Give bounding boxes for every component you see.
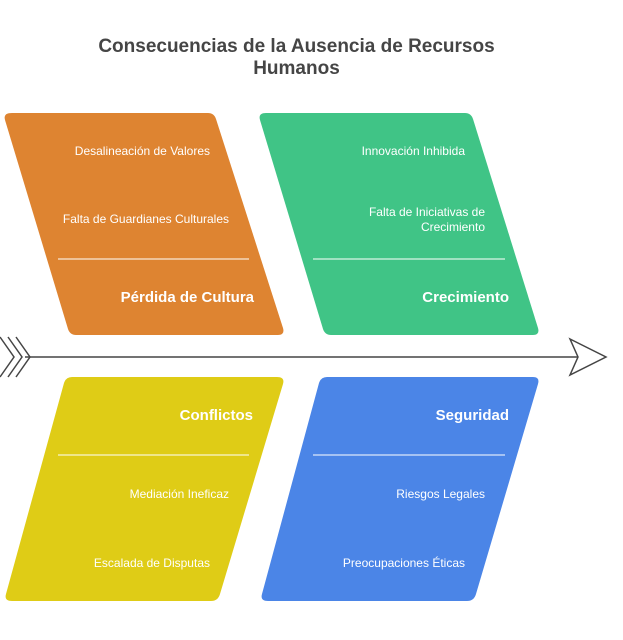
category-seguridad: Seguridad	[435, 407, 509, 424]
title-line-1: Consecuencias de la Ausencia de Recursos	[98, 36, 495, 57]
title-line-2: Humanos	[253, 58, 340, 79]
category-conflictos: Conflictos	[179, 407, 253, 424]
branch-shape-conflictos	[5, 377, 284, 601]
branch-shape-perdida-de-cultura	[4, 113, 284, 335]
cause-mediacion-ineficaz: Mediación Ineficaz	[129, 487, 229, 501]
cause-escalada-de-disputas: Escalada de Disputas	[93, 556, 210, 570]
category-perdida-de-cultura: Pérdida de Cultura	[120, 289, 254, 306]
cause-innovacion-inhibida: Innovación Inhibida	[361, 144, 465, 158]
cause-falta-de-iniciativas-de-crecimiento: Falta de Iniciativas de Crecimiento	[368, 205, 485, 234]
arrow-head-icon	[568, 337, 608, 377]
cause-preocupaciones-eticas: Preocupaciones Éticas	[342, 556, 465, 570]
cause-riesgos-legales: Riesgos Legales	[396, 487, 485, 501]
diagram-title: Consecuencias de la Ausencia de Recursos…	[0, 36, 593, 80]
branch-shape-seguridad	[261, 377, 539, 601]
tail-icon	[0, 336, 31, 378]
cause-desalineacion-de-valores: Desalineación de Valores	[74, 144, 210, 158]
branch-shape-crecimiento	[259, 113, 539, 335]
cause-falta-de-guardianes-culturales: Falta de Guardianes Culturales	[62, 212, 229, 226]
category-crecimiento: Crecimiento	[422, 289, 509, 306]
